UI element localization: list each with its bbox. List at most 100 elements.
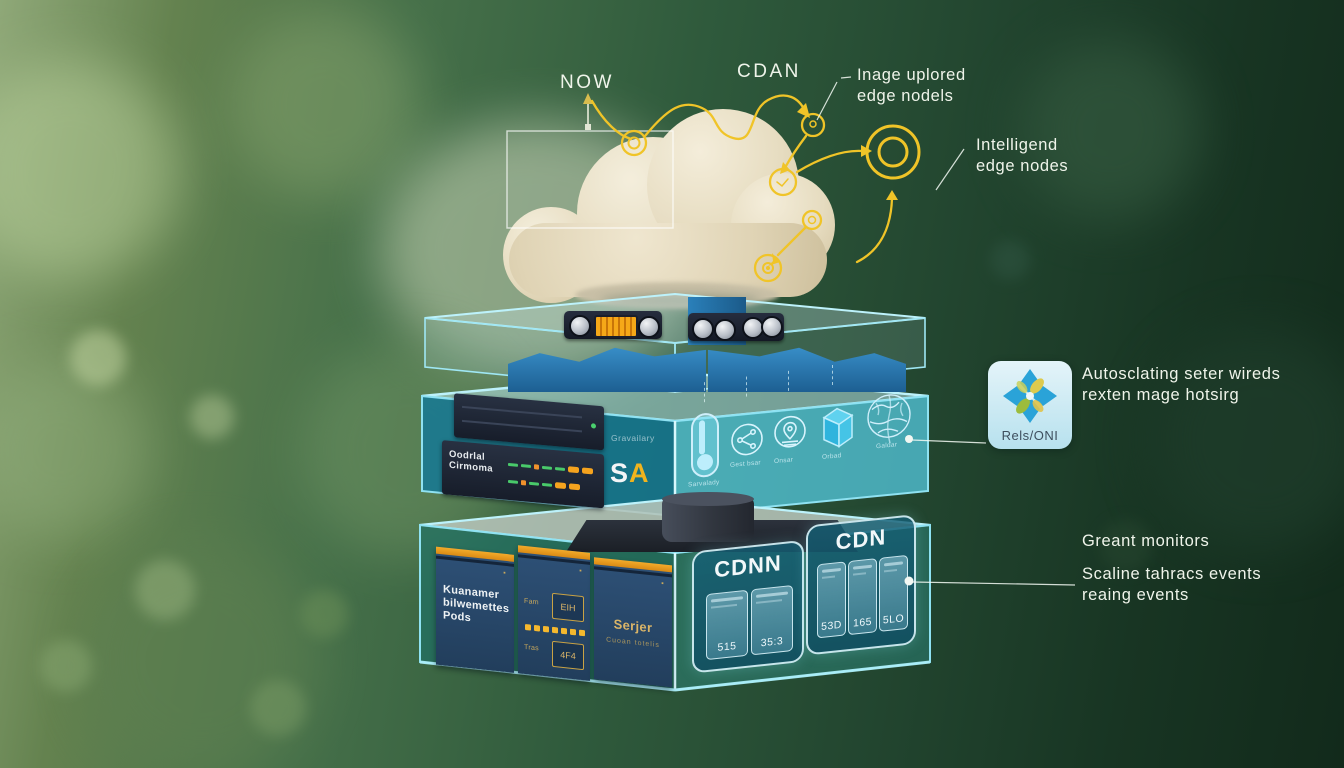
rack-unit-bottom: Oodrlal Cirmoma — [442, 440, 604, 509]
cdnn-card: 35:3 — [751, 584, 793, 656]
camera-lens-icon — [714, 319, 736, 341]
rack-unit-top — [454, 393, 604, 451]
server-cabinet-row: ▪ Kuanamer bilwemettes Pods ▪ Fam EIH Tr… — [430, 516, 680, 697]
now-label: NOW — [560, 72, 614, 93]
cdan-label: CDAN — [737, 61, 801, 82]
cdnn-title: CDNN — [714, 550, 782, 583]
bokeh-disc — [300, 590, 348, 638]
share-network-icon: Gest bsar — [730, 421, 764, 469]
uploaded-edge-note: Inage uplored edge nodels — [857, 65, 966, 107]
cabinet-tag: ▪ — [661, 580, 664, 588]
bokeh-disc — [250, 680, 306, 736]
sa-logo-a: A — [629, 458, 650, 488]
registry-badge: Rels/ONI — [988, 361, 1072, 449]
cdnn-panel: CDNN 515 35:3 — [692, 539, 804, 674]
gauge-bar-icon: Sarvalady — [688, 411, 720, 489]
camera-lens-icon — [569, 315, 591, 337]
cabinet-tag: ▪ — [503, 569, 506, 577]
pinwheel-icon — [1003, 369, 1057, 423]
cabinet-leds: ▪ Fam EIH Tras 4F4 — [518, 545, 590, 681]
gold-box-text: 4F4 — [560, 649, 576, 662]
cabinet-tag: ▪ — [579, 567, 582, 575]
robot-left-wing — [508, 347, 706, 392]
dashed-connector — [704, 382, 705, 403]
bokeh-disc — [40, 640, 92, 692]
bokeh-disc — [70, 330, 126, 386]
bokeh-disc — [190, 395, 234, 439]
faint-caption: Gravailary — [611, 433, 655, 443]
service-icon-panel: Sarvalady Gest bsar Onsar — [684, 364, 920, 490]
cabinet-server-subtitle: Cuoan totelis — [606, 636, 660, 650]
cdn-title: CDN — [835, 524, 887, 555]
icon-caption: Onsar — [774, 456, 794, 466]
dashed-connector — [788, 370, 789, 391]
cdn-card: 53D — [817, 561, 846, 639]
cabinet-kubernetes: ▪ Kuanamer bilwemettes Pods — [436, 546, 514, 673]
camera-lens-icon — [761, 316, 783, 338]
cabinet-tag-bottom: Tras — [524, 643, 539, 653]
sa-logo-s: S — [610, 458, 630, 488]
note-line: Autosclating seter wireds — [1082, 365, 1281, 383]
led-dot-row — [525, 623, 585, 637]
camera-lens-icon — [638, 316, 660, 338]
gold-box-text: EIH — [560, 601, 576, 614]
card-value: 35:3 — [760, 634, 784, 650]
cdn-card: 165 — [848, 558, 877, 636]
bokeh-spot — [80, 540, 320, 768]
bokeh-spot — [0, 360, 150, 540]
bokeh-disc — [135, 560, 195, 620]
card-value: 53D — [821, 618, 842, 634]
note-line: Intelligend — [976, 136, 1058, 154]
led-display — [594, 315, 638, 338]
cabinet-server-title: Serjer — [613, 616, 653, 636]
bokeh-disc — [990, 240, 1030, 280]
cdn-panels: CDNN 515 35:3 CDN 53D 165 5LO — [688, 514, 920, 674]
note-line: edge nodes — [976, 157, 1069, 175]
monitors-note: Greant monitors — [1082, 532, 1210, 550]
camera-lens-icon — [692, 318, 714, 340]
bokeh-spot — [1020, 40, 1200, 220]
led-row — [508, 461, 593, 475]
rack-label-line2: Cirmoma — [449, 459, 493, 475]
card-value: 165 — [852, 615, 873, 630]
icon-caption: Gest bsar — [730, 459, 761, 469]
rack-label: Oodrlal Cirmoma — [449, 449, 493, 475]
cdn-panel: CDN 53D 165 5LO — [806, 514, 916, 656]
note-line: edge nodels — [857, 87, 954, 105]
intelligent-edge-note: Intelligend edge nodes — [976, 135, 1068, 177]
note-line: reaing events — [1082, 586, 1189, 604]
bokeh-spot — [0, 60, 180, 280]
camera-bar-right — [688, 313, 784, 341]
led-row — [508, 478, 580, 491]
pedestal-column — [662, 492, 754, 542]
autoscaling-note: Autosclating seter wireds rexten mage ho… — [1082, 364, 1280, 406]
dashed-connector — [746, 376, 747, 397]
cabinet-label-line: Pods — [443, 609, 472, 625]
card-value: 515 — [717, 639, 737, 654]
scaling-events-note: Scaline tahracs events reaing events — [1082, 564, 1261, 606]
cloud-shape — [495, 95, 840, 305]
registry-badge-label: Rels/ONI — [1001, 428, 1059, 443]
card-value: 5LO — [882, 612, 905, 627]
storage-cube-icon: Orbad — [816, 403, 858, 461]
cabinet-kubernetes-label: Kuanamer bilwemettes Pods — [443, 583, 509, 629]
camera-bar-left — [564, 311, 662, 339]
note-line: Scaline tahracs events — [1082, 565, 1262, 583]
dashed-connector — [832, 364, 833, 386]
globe-icon: Galdar — [864, 388, 914, 451]
cabinet-server: ▪ Serjer Cuoan totelis — [594, 557, 672, 688]
icon-caption: Galdar — [876, 441, 898, 451]
icon-caption: Sarvalady — [688, 478, 720, 489]
cabinet-gold-box-bottom: 4F4 — [552, 640, 584, 671]
bokeh-spot — [1150, 330, 1344, 550]
cdn-card: 5LO — [879, 554, 908, 632]
bokeh-spot — [230, 10, 420, 200]
cdnn-card: 515 — [706, 589, 748, 661]
sa-logo: SA — [610, 458, 650, 489]
robot-right-wing — [708, 347, 906, 392]
middle-rack-stack: Oodrlal Cirmoma — [440, 388, 615, 523]
cabinet-tag-top: Fam — [524, 597, 539, 607]
note-line: Inage uplored — [857, 66, 966, 84]
note-line: rexten mage hotsirg — [1082, 386, 1240, 404]
